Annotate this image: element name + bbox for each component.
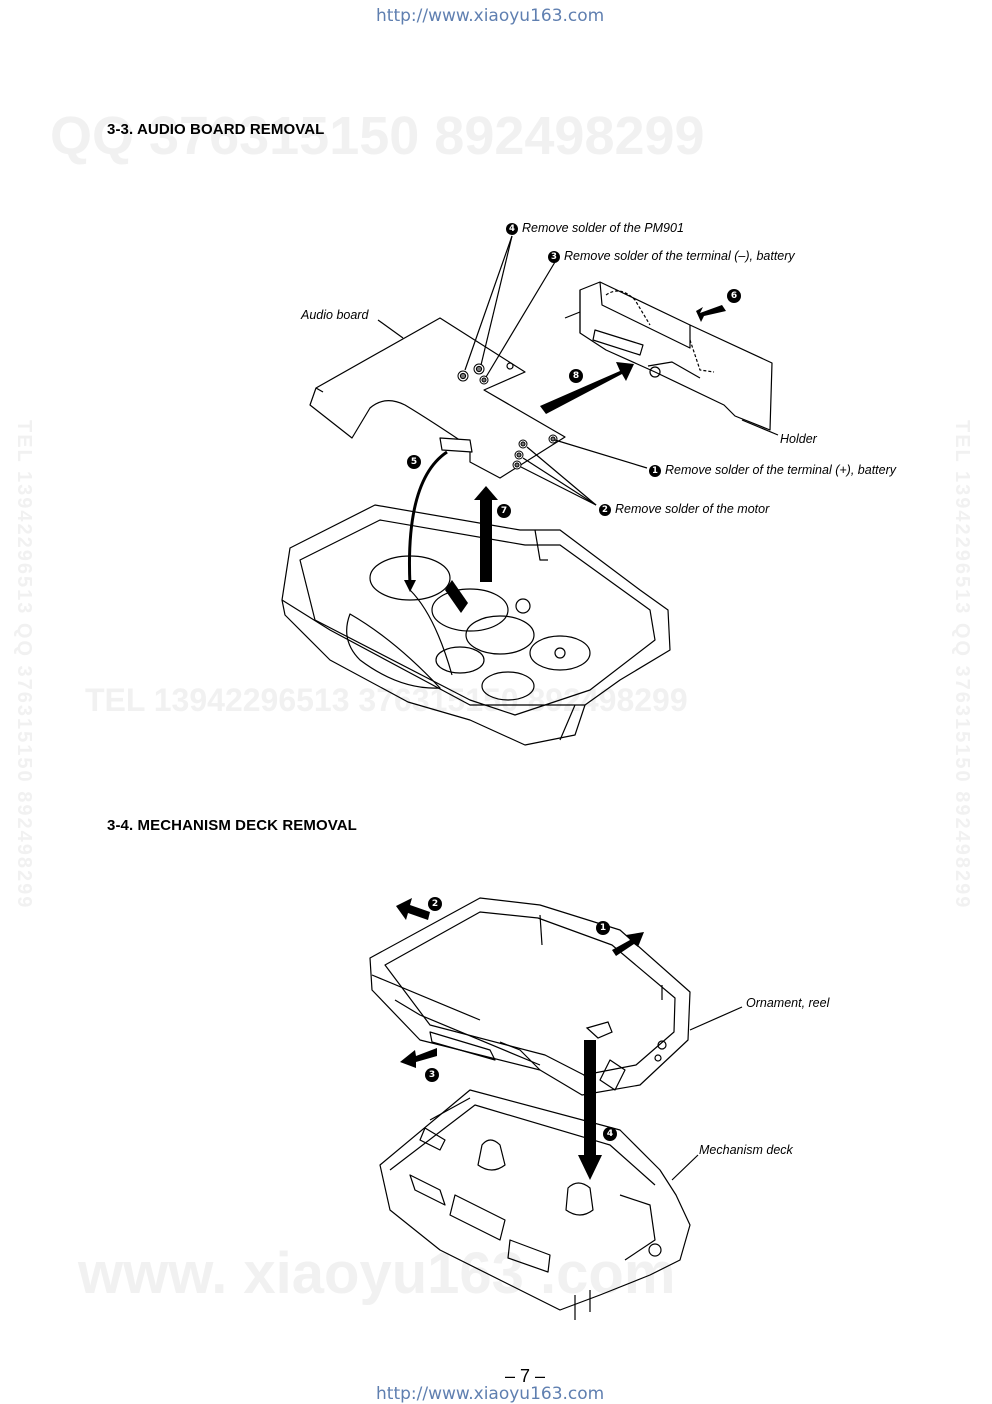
step-2-label: 2 Remove solder of the motor xyxy=(599,502,769,516)
label-holder: Holder xyxy=(780,432,817,446)
watermark-side-right: TEL 13942296513 QQ 376315150 892498299 xyxy=(951,420,973,910)
watermark-bottom: www. xiaoyu163 .com xyxy=(78,1241,676,1306)
step-4-badge: 4 xyxy=(506,223,518,235)
step-1-text: Remove solder of the terminal (+), batte… xyxy=(665,463,896,477)
step-3-label: 3 Remove solder of the terminal (–), batt… xyxy=(548,249,795,263)
step-4-text: Remove solder of the PM901 xyxy=(522,221,684,235)
step-2-text: Remove solder of the motor xyxy=(615,502,770,516)
step-3-text: Remove solder of the terminal (–), batte… xyxy=(564,249,795,263)
page-number: – 7 – xyxy=(505,1366,546,1386)
deck-step-3-badge: 3 xyxy=(425,1068,439,1082)
step-8-badge: 8 xyxy=(569,369,583,383)
step-3-badge: 3 xyxy=(548,251,560,263)
watermark-top: QQ 376315150 892498299 xyxy=(50,106,705,166)
section-heading-mechanism-deck: 3-4. MECHANISM DECK REMOVAL xyxy=(107,817,357,834)
label-ornament-reel: Ornament, reel xyxy=(746,996,830,1010)
step-2-badge: 2 xyxy=(599,504,611,516)
step-1-label: 1 Remove solder of the terminal (+), batt… xyxy=(649,463,896,477)
step-5-badge: 5 xyxy=(407,455,421,469)
step-1-badge: 1 xyxy=(649,465,661,477)
deck-step-1-badge: 1 xyxy=(596,921,610,935)
deck-step-4-badge: 4 xyxy=(603,1127,617,1141)
label-mechanism-deck: Mechanism deck xyxy=(699,1143,793,1157)
step-4-label: 4 Remove solder of the PM901 xyxy=(506,221,684,235)
step-7-badge: 7 xyxy=(497,504,511,518)
header-url: http://www.xiaoyu163.com xyxy=(376,6,605,26)
step-6-badge: 6 xyxy=(727,289,741,303)
section-heading-audio-board: 3-3. AUDIO BOARD REMOVAL xyxy=(107,121,325,138)
footer-url: http://www.xiaoyu163.com xyxy=(376,1384,605,1404)
deck-step-2-badge: 2 xyxy=(428,897,442,911)
label-audio-board: Audio board xyxy=(301,308,369,322)
watermark-side-left: TEL 13942296513 QQ 376315150 892498299 xyxy=(13,420,35,910)
watermark-middle: TEL 13942296513 376315150 892498299 xyxy=(85,682,688,718)
